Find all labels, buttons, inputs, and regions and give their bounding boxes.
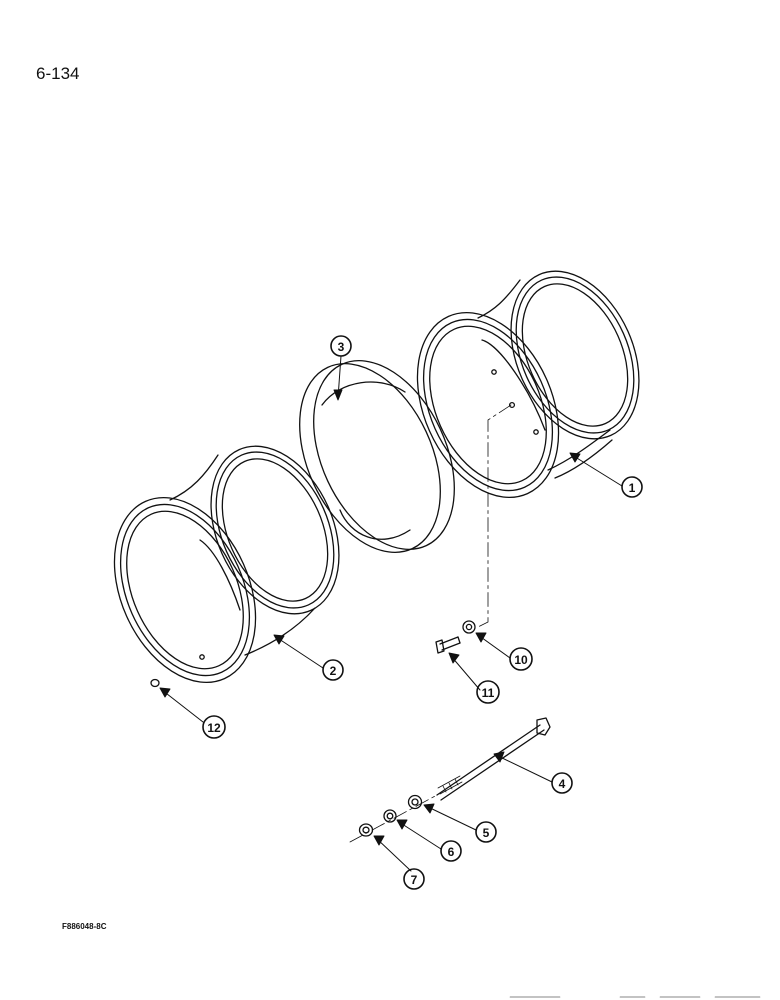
nut-part-7	[358, 823, 374, 837]
callout-label-2: 2	[330, 664, 337, 678]
callout-circle-2	[322, 659, 344, 681]
callout-label-6: 6	[448, 845, 455, 859]
washer-part-10	[462, 620, 476, 634]
callout-label-4: 4	[559, 777, 566, 791]
callout-circle-6	[440, 840, 462, 862]
callout-circles	[202, 335, 643, 890]
callout-circle-3	[330, 335, 352, 357]
callout-circle-5	[475, 821, 497, 843]
callout-circle-10	[509, 647, 533, 671]
callout-circle-11	[476, 680, 500, 704]
callout-label-7: 7	[411, 873, 418, 887]
short-bolt	[435, 636, 461, 654]
callout-label-12: 12	[207, 721, 221, 735]
spacer-band	[299, 360, 455, 553]
callout-label-5: 5	[483, 826, 490, 840]
callout-label-10: 10	[514, 653, 528, 667]
long-bolt	[436, 717, 551, 801]
figure-id: F886048-8C	[62, 922, 107, 931]
washer-part-6	[383, 809, 397, 823]
callout-label-1: 1	[629, 481, 636, 495]
wheel-rim-left	[113, 445, 340, 684]
nut-part-5	[407, 794, 423, 810]
callout-circle-1	[621, 476, 643, 498]
page-number: 6-134	[36, 64, 80, 83]
callout-label-3: 3	[338, 340, 345, 354]
callout-circle-12	[202, 715, 226, 739]
callout-circle-7	[403, 868, 425, 890]
leader-lines	[159, 355, 623, 872]
callout-circle-4	[551, 772, 573, 794]
callout-label-11: 11	[482, 686, 495, 700]
plug-part	[150, 678, 160, 688]
wheel-rim-right	[416, 270, 640, 499]
